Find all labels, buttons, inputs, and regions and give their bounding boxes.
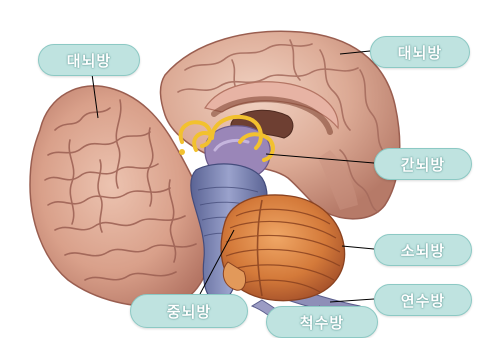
label-cerebellum: 소뇌방: [374, 234, 472, 266]
label-diencephalon: 간뇌방: [374, 148, 472, 180]
label-cerebrum-right: 대뇌방: [370, 36, 470, 68]
label-midbrain: 중뇌방: [130, 294, 248, 328]
label-cerebrum-left: 대뇌방: [38, 44, 140, 76]
label-spinal-cord: 척수방: [266, 306, 378, 338]
label-medulla: 연수방: [374, 284, 472, 316]
